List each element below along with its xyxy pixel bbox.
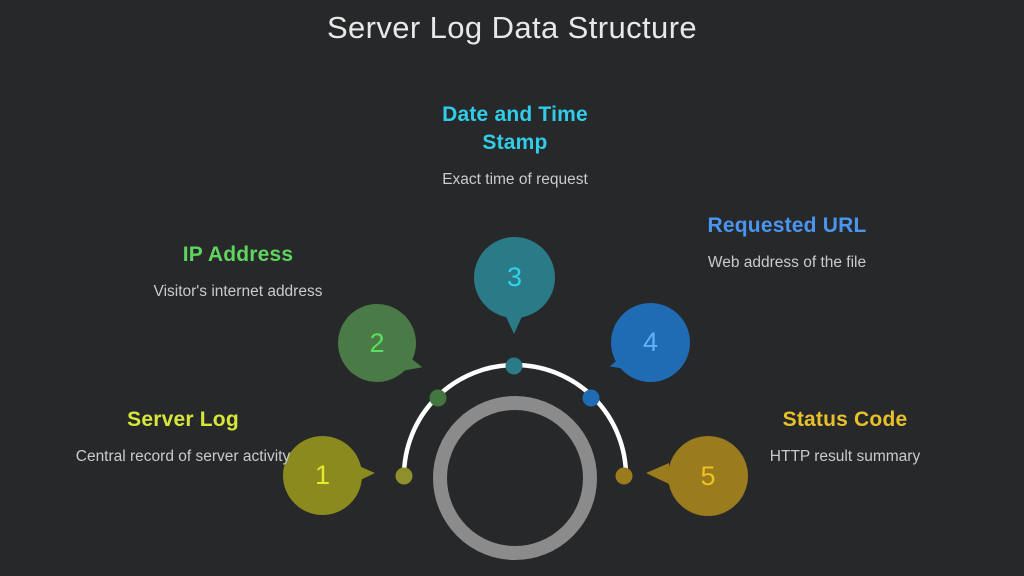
label-heading-2: IP Address: [182, 243, 294, 266]
label-block-date-time-stamp: Date and Time Stamp Exact time of reques…: [414, 101, 616, 190]
arc-dot-1: [395, 467, 413, 485]
connector-arc: [401, 362, 629, 479]
label-description-2: Visitor's internet address: [153, 282, 323, 300]
label-heading-5: Status Code: [782, 408, 908, 431]
bubble-number-3: 3: [506, 262, 523, 292]
center-ring: [433, 396, 597, 560]
bubble-number-2: 2: [369, 327, 385, 358]
callout-bubble-5[interactable]: 5: [668, 436, 748, 516]
label-heading-3: Date and Time Stamp: [442, 103, 588, 154]
label-description-4: Web address of the file: [707, 253, 867, 271]
bubble-number-5: 5: [700, 460, 716, 491]
bubble-tail-5: [646, 463, 669, 484]
bubble-number-1: 1: [314, 460, 331, 490]
label-block-server-log: Server Log Central record of server acti…: [75, 406, 291, 467]
label-description-5: HTTP result summary: [769, 447, 921, 465]
label-description-1: Central record of server activity: [75, 447, 291, 465]
callout-bubble-3[interactable]: 3: [474, 237, 555, 318]
arc-dot-5: [615, 467, 633, 485]
label-description-3: Exact time of request: [442, 170, 588, 188]
callout-bubble-4[interactable]: 4: [611, 303, 690, 382]
bubble-number-4: 4: [642, 327, 659, 357]
arc-dot-3: [505, 357, 523, 375]
callout-bubble-2[interactable]: 2: [338, 304, 416, 382]
label-heading-4: Requested URL: [707, 214, 867, 237]
label-block-requested-url: Requested URL Web address of the file: [687, 212, 887, 273]
arc-dot-4: [582, 389, 600, 407]
label-heading-1: Server Log: [127, 408, 239, 431]
label-block-status-code: Status Code HTTP result summary: [745, 406, 945, 467]
callout-bubble-1[interactable]: 1: [283, 436, 362, 515]
arc-dot-2: [429, 389, 447, 407]
label-block-ip-address: IP Address Visitor's internet address: [138, 241, 338, 302]
page-title: Server Log Data Structure: [326, 10, 698, 45]
